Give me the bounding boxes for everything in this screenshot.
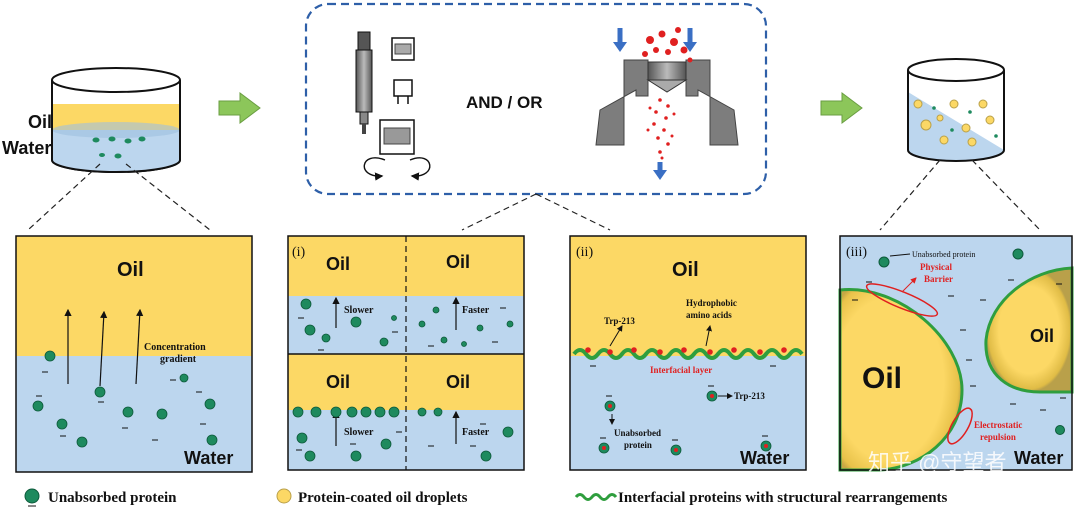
zoom-line-right-b [971,159,1041,231]
ii-unabs-2: protein [624,440,652,450]
beaker-water-label: Water [2,138,51,158]
i-oil-bl: Oil [326,372,350,392]
high-pressure-homogenizer-icon [595,27,739,180]
watermark: 知乎 @守望者 [868,450,1006,475]
gradient-label-1: Concentration [144,342,206,353]
flow-arrow-2 [820,92,863,124]
panel-base: Oil Water Concentration gradient [15,235,253,473]
iii-barrier-2: Barrier [924,274,953,284]
panel-ii-tag: (ii) [576,245,593,260]
iii-electro-2: repulsion [980,432,1016,442]
zoom-line-right-a [879,159,941,231]
i-oil-tr: Oil [446,252,470,272]
beaker-oil-label: Oil [28,112,52,132]
legend-interfacial-icon [574,493,618,501]
ii-trp-top: Trp-213 [604,316,635,326]
iii-unabsorbed-label: Unabsorbed protein [912,250,975,259]
i-faster-bottom: Faster [462,427,490,438]
i-faster-top: Faster [462,305,490,316]
panel-i-tag: (i) [292,245,306,260]
zoom-line-mid-a [461,193,537,231]
legend-item-3: Interfacial proteins with structural rea… [618,490,948,506]
i-oil-tl: Oil [326,254,350,274]
iii-barrier-1: Physical [920,262,953,272]
left-beaker: Oil Water [2,67,181,173]
legend-droplet-icon [276,488,292,504]
panel-iii-tag: (iii) [846,245,867,260]
panel-iii: (iii) Unabsorbed protein Physical Barrie… [838,235,1074,472]
ii-oil-label: Oil [672,259,699,281]
ii-trp-bottom: Trp-213 [734,391,765,401]
iii-oil-big: Oil [862,362,902,395]
i-slower-bottom: Slower [344,427,374,438]
legend: Unabsorbed protein Protein-coated oil dr… [24,488,948,507]
legend-unabsorbed-icon [24,488,40,504]
gradient-label-2: gradient [160,354,197,365]
iii-water-label: Water [1014,448,1063,468]
base-water-label: Water [184,448,233,468]
and-or-label: AND / OR [466,93,543,112]
zoom-line-left-b [125,163,211,231]
legend-item-1: Unabsorbed protein [48,490,177,506]
i-oil-br: Oil [446,372,470,392]
ii-hydro-2: amino acids [686,310,732,320]
base-oil-label: Oil [117,259,144,281]
zoom-line-left-a [27,163,101,231]
iii-electro-1: Electrostatic [974,420,1022,430]
panel-ii: (ii) Oil Water Trp-213 Hydrophobic amino… [569,235,807,471]
zoom-line-mid-b [535,193,611,231]
ii-water-label: Water [740,448,789,468]
ii-unabs-1: Unabsorbed [614,428,661,438]
right-beaker [907,58,1005,162]
ii-hydro-1: Hydrophobic [686,298,737,308]
panel-i: (i) Oil Oil Oil Oil Slower Faster Slower… [287,235,525,471]
flow-arrow-1 [218,92,261,124]
homogenizer-icon [355,31,431,181]
i-slower-top: Slower [344,305,374,316]
legend-item-2: Protein-coated oil droplets [298,490,468,506]
iii-oil-small: Oil [1030,326,1054,346]
ii-interfacial-label: Interfacial layer [650,365,712,375]
